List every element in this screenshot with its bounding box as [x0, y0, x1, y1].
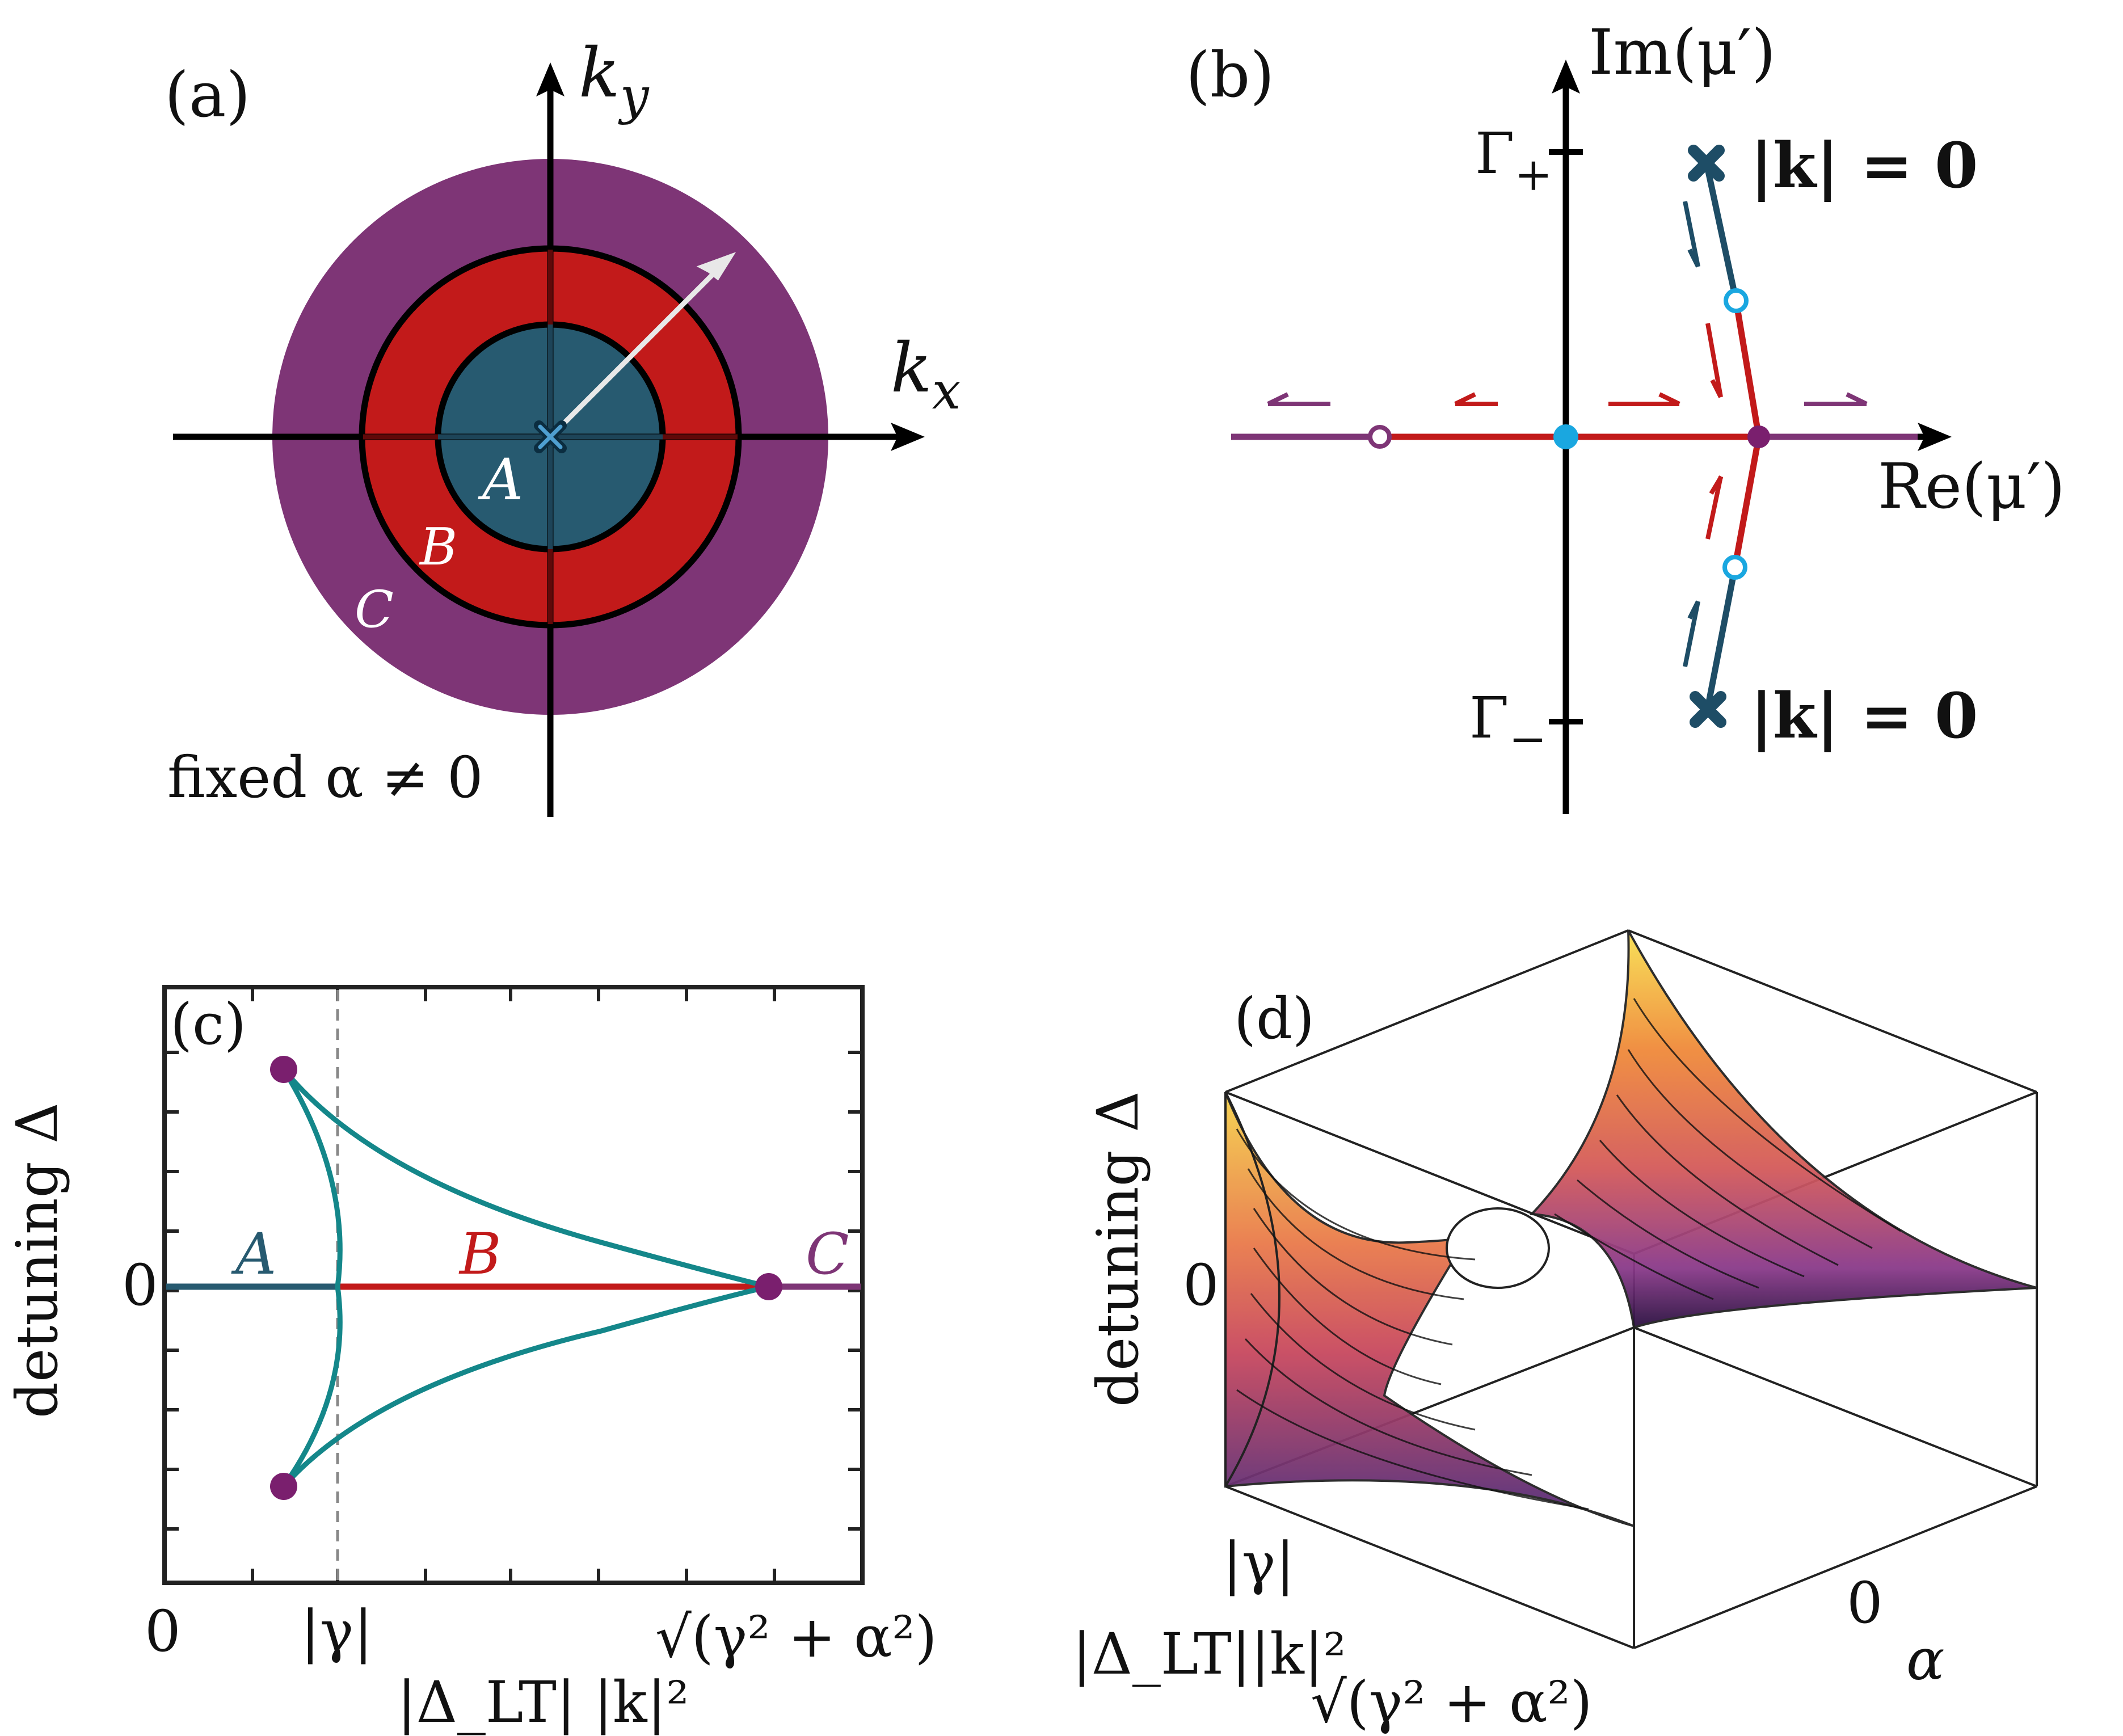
upper-red-down-arrow: [1705, 323, 1723, 398]
gamma-minus-label: Γ−: [1469, 685, 1547, 765]
left-purple-arrow: [1267, 392, 1330, 406]
open-purple-point: [1368, 425, 1392, 449]
lower-red-branch: [1732, 436, 1762, 568]
bottom-dot: [270, 1473, 297, 1500]
left-surface: [1224, 1092, 1635, 1527]
kx-label: kx: [891, 329, 961, 421]
panel-b-label: (b): [1186, 39, 1274, 111]
ky-label: ky: [579, 34, 650, 126]
upper-curve: [281, 1068, 770, 1290]
lower-red-up-arrow: [1705, 475, 1724, 540]
x-tick-zero: 0: [145, 1598, 181, 1665]
d-x-axis-label: |Δ_LT||k|²: [1072, 1621, 1346, 1687]
x-axis-label: |Δ_LT| |k|²: [397, 1669, 689, 1735]
ky-arrowhead: [536, 62, 565, 96]
panel-a: (a) kx ky A B C fixed α ≠: [165, 34, 961, 817]
x-tick-sqrt: √(γ² + α²): [655, 1604, 937, 1670]
kx-arrowhead: [891, 423, 925, 451]
radial-arrow: [551, 267, 720, 436]
im-axis-label: Im(μ′): [1589, 16, 1776, 89]
panel-c-label: (c): [170, 991, 246, 1057]
radial-arrowhead: [696, 252, 736, 281]
right-purple-arrow: [1804, 392, 1868, 406]
region-b-label-c: B: [458, 1221, 502, 1287]
purple-filled-point: [1747, 425, 1770, 448]
upper-blue-down-arrow: [1683, 201, 1700, 268]
gamma-plus-label: Γ+: [1475, 120, 1552, 201]
panel-b: (b) Im(μ′) Re(μ′) Γ+ Γ− |k| = 0 |k| = 0: [1186, 16, 2065, 814]
right-mesh: [1554, 998, 1901, 1300]
upper-open-cyan-point: [1724, 288, 1749, 313]
re-axis-label: Re(μ′): [1878, 450, 2065, 523]
re-arrowhead: [1918, 423, 1952, 451]
panel-a-label: (a): [165, 58, 250, 131]
x-tick-gamma: |γ|: [301, 1598, 373, 1665]
k-zero-top-marker-icon: [1688, 145, 1725, 182]
upper-red-branch: [1733, 300, 1762, 437]
d-alpha-label: α: [1906, 1627, 1945, 1693]
region-c-label: C: [355, 580, 394, 639]
panel-c: (c): [4, 985, 937, 1735]
left-mesh: [1236, 1128, 1589, 1510]
right-dot: [755, 1273, 782, 1300]
region-b-label: B: [419, 517, 457, 577]
region-a-label-c: A: [231, 1221, 276, 1287]
lower-blue-up-arrow: [1683, 600, 1700, 667]
y-axis-label: detuning Δ: [4, 1102, 70, 1418]
lower-blue-branch: [1704, 566, 1738, 709]
cyan-filled-point: [1553, 424, 1578, 449]
origin-cross-highlight: [538, 424, 563, 449]
y-tick-zero: 0: [122, 1252, 158, 1318]
k-zero-bottom-marker-icon: [1690, 691, 1726, 728]
d-y-axis-label: detuning Δ: [1085, 1091, 1151, 1407]
d-y-tick-zero: 0: [1183, 1252, 1219, 1318]
left-red-arrow: [1454, 392, 1498, 406]
inner-curve: [281, 1068, 343, 1488]
d-x-tick-gamma: |γ|: [1223, 1530, 1295, 1596]
k-zero-bottom-label: |k| = 0: [1750, 679, 1978, 753]
surface-hole: [1446, 1207, 1550, 1289]
k-zero-top-label: |k| = 0: [1750, 129, 1978, 203]
fixed-alpha-caption: fixed α ≠ 0: [167, 744, 483, 811]
d-x-tick-sqrt: √(γ² + α²): [1311, 1669, 1593, 1735]
upper-blue-branch: [1703, 162, 1739, 302]
lower-open-cyan-point: [1722, 555, 1747, 580]
d-alpha-tick-zero: 0: [1847, 1570, 1883, 1636]
im-arrowhead: [1552, 60, 1580, 94]
panel-d-label: (d): [1234, 985, 1315, 1052]
right-red-arrow: [1608, 392, 1680, 406]
panel-d: (d): [1072, 929, 2038, 1735]
region-a-label: A: [478, 446, 523, 513]
lower-curve: [281, 1284, 770, 1488]
region-c-label-c: C: [806, 1221, 849, 1287]
top-dot: [270, 1056, 297, 1083]
right-surface: [1529, 930, 2037, 1329]
